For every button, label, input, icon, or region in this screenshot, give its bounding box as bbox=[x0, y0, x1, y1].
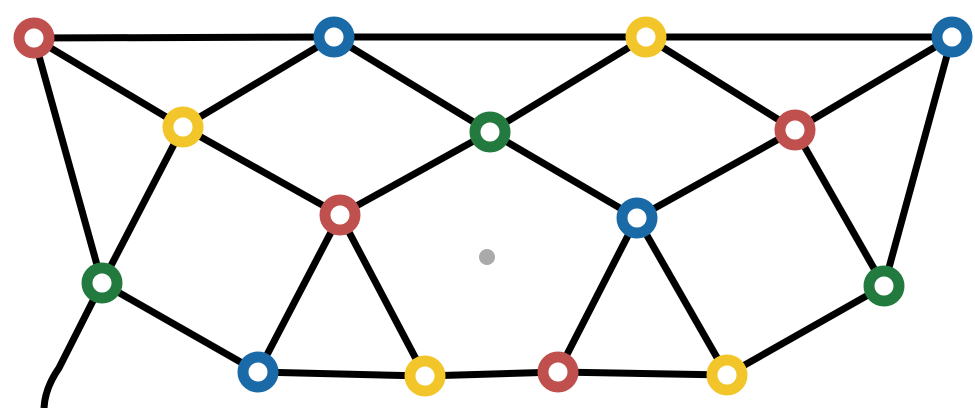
edge-n4-n7 bbox=[181, 123, 342, 219]
edge-n9-n11 bbox=[100, 279, 260, 376]
edge-n3-n10 bbox=[880, 36, 956, 287]
edge-n0-n1 bbox=[33, 33, 335, 42]
node-blue-n8 bbox=[616, 197, 658, 239]
node-red-n0 bbox=[13, 17, 55, 59]
node-yellow-n12 bbox=[404, 355, 446, 397]
edge-n1-n4 bbox=[181, 33, 336, 131]
edge-n0-n9 bbox=[30, 37, 106, 284]
graph-edges bbox=[30, 33, 956, 380]
edge-n3-n6 bbox=[793, 33, 954, 134]
edge-n11-n12 bbox=[257, 368, 426, 380]
node-red-n13 bbox=[537, 351, 579, 393]
edge-n12-n13 bbox=[424, 368, 559, 380]
node-green-n10 bbox=[863, 265, 905, 307]
node-yellow-n14 bbox=[706, 354, 748, 396]
edge-n5-n7 bbox=[338, 128, 492, 219]
edge-n2-n6 bbox=[644, 34, 797, 133]
edge-n8-n14 bbox=[633, 216, 731, 377]
edge-n7-n12 bbox=[336, 213, 429, 378]
edge-n13-n14 bbox=[557, 368, 728, 379]
node-blue-n1 bbox=[313, 16, 355, 58]
node-green-n9 bbox=[81, 262, 123, 304]
node-red-n7 bbox=[319, 194, 361, 236]
edge-n0-n4 bbox=[32, 34, 185, 131]
edge-n5-n8 bbox=[488, 128, 639, 222]
node-green-n5 bbox=[469, 111, 511, 153]
edge-n2-n5 bbox=[488, 34, 648, 135]
node-blue-n11 bbox=[237, 351, 279, 393]
center-dot bbox=[479, 249, 495, 265]
node-red-n6 bbox=[774, 109, 816, 151]
edge-n14-n10 bbox=[725, 282, 886, 379]
dangling-edge bbox=[40, 281, 106, 408]
node-blue-n3 bbox=[931, 16, 973, 58]
edge-n1-n5 bbox=[332, 34, 492, 135]
edge-n6-n10 bbox=[791, 128, 888, 288]
edge-n7-n11 bbox=[254, 213, 344, 374]
node-yellow-n2 bbox=[625, 16, 667, 58]
edge-n6-n8 bbox=[635, 126, 797, 222]
graph-nodes bbox=[13, 16, 973, 397]
edge-n8-n13 bbox=[554, 216, 641, 374]
node-yellow-n4 bbox=[162, 106, 204, 148]
edge-n4-n9 bbox=[98, 125, 187, 285]
